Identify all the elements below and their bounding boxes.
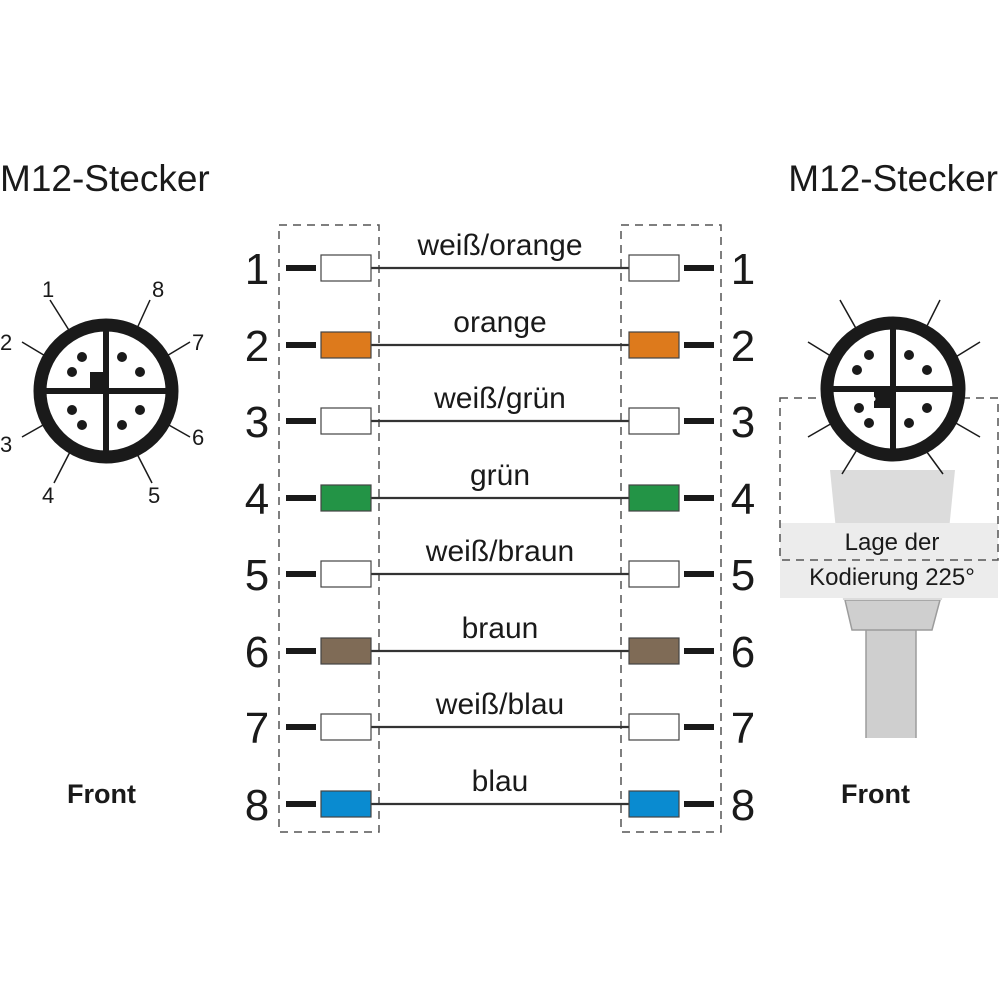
- right-wire-color-block: [628, 713, 680, 741]
- right-pin-number: 2: [731, 322, 755, 371]
- right-wire-color-block: [628, 254, 680, 282]
- right-connector-title: M12-Stecker: [788, 158, 998, 199]
- left-pin-number: 4: [245, 475, 269, 524]
- right-wire-color-block: [628, 407, 680, 435]
- right-wire-color-block: [628, 790, 680, 818]
- left-wire-color-block: [320, 254, 372, 282]
- left-pin-label: 1: [42, 277, 54, 302]
- right-front-label: Front: [841, 779, 910, 809]
- right-wire-color-block: [628, 560, 680, 588]
- left-connector-title: M12-Stecker: [0, 158, 210, 199]
- left-wire-color-block: [320, 637, 372, 665]
- wire-color-label: weiß/grün: [433, 382, 566, 415]
- right-pin-number: 1: [731, 245, 755, 294]
- right-pin-number: 3: [731, 398, 755, 447]
- left-wire-color-block: [320, 560, 372, 588]
- wire-color-label: braun: [462, 612, 539, 645]
- right-wire-color-block: [628, 637, 680, 665]
- left-wire-color-block: [320, 484, 372, 512]
- wire-color-label: weiß/blau: [435, 688, 564, 721]
- left-pin-label: 8: [152, 277, 164, 302]
- right-wire-color-block: [628, 484, 680, 512]
- right-pin-number: 7: [731, 704, 755, 753]
- left-pin-label: 3: [0, 432, 12, 457]
- left-pin-number: 1: [245, 245, 269, 294]
- wires-layer: 1 1 weiß/orange 2 2 orange 3 3 weiß/grün 4 4 grün 5 5…: [245, 229, 755, 830]
- wire-color-label: weiß/orange: [416, 229, 582, 262]
- coding-label-line1: Lage der: [845, 529, 940, 556]
- left-front-label: Front: [67, 779, 136, 809]
- left-pin-number: 6: [245, 628, 269, 677]
- left-wire-color-block: [320, 331, 372, 359]
- coding-label-line2: Kodierung 225°: [809, 564, 975, 591]
- left-wire-color-block: [320, 790, 372, 818]
- right-connector-face: [807, 299, 981, 475]
- left-pin-label: 4: [42, 483, 54, 508]
- wire-color-label: grün: [470, 459, 530, 492]
- left-connector-face: [21, 299, 191, 484]
- right-pin-number: 5: [731, 551, 755, 600]
- right-pin-number: 8: [731, 781, 755, 830]
- left-connector-group-box: [278, 224, 380, 833]
- left-wire-color-block: [320, 407, 372, 435]
- left-pin-number: 5: [245, 551, 269, 600]
- left-pin-label: 2: [0, 330, 12, 355]
- left-pin-label: 7: [192, 330, 204, 355]
- left-pin-label: 5: [148, 483, 160, 508]
- right-pin-number: 4: [731, 475, 755, 524]
- left-pin-number: 7: [245, 704, 269, 753]
- wire-color-label: blau: [472, 765, 529, 798]
- left-pin-number: 8: [245, 781, 269, 830]
- left-pin-number: 2: [245, 322, 269, 371]
- right-connector-group-box: [620, 224, 722, 833]
- left-pin-number: 3: [245, 398, 269, 447]
- right-pin-number: 6: [731, 628, 755, 677]
- right-wire-color-block: [628, 331, 680, 359]
- left-pin-label: 6: [192, 425, 204, 450]
- wire-color-label: orange: [453, 306, 546, 339]
- right-connector-body: [779, 397, 999, 738]
- wire-color-label: weiß/braun: [425, 535, 574, 568]
- left-wire-color-block: [320, 713, 372, 741]
